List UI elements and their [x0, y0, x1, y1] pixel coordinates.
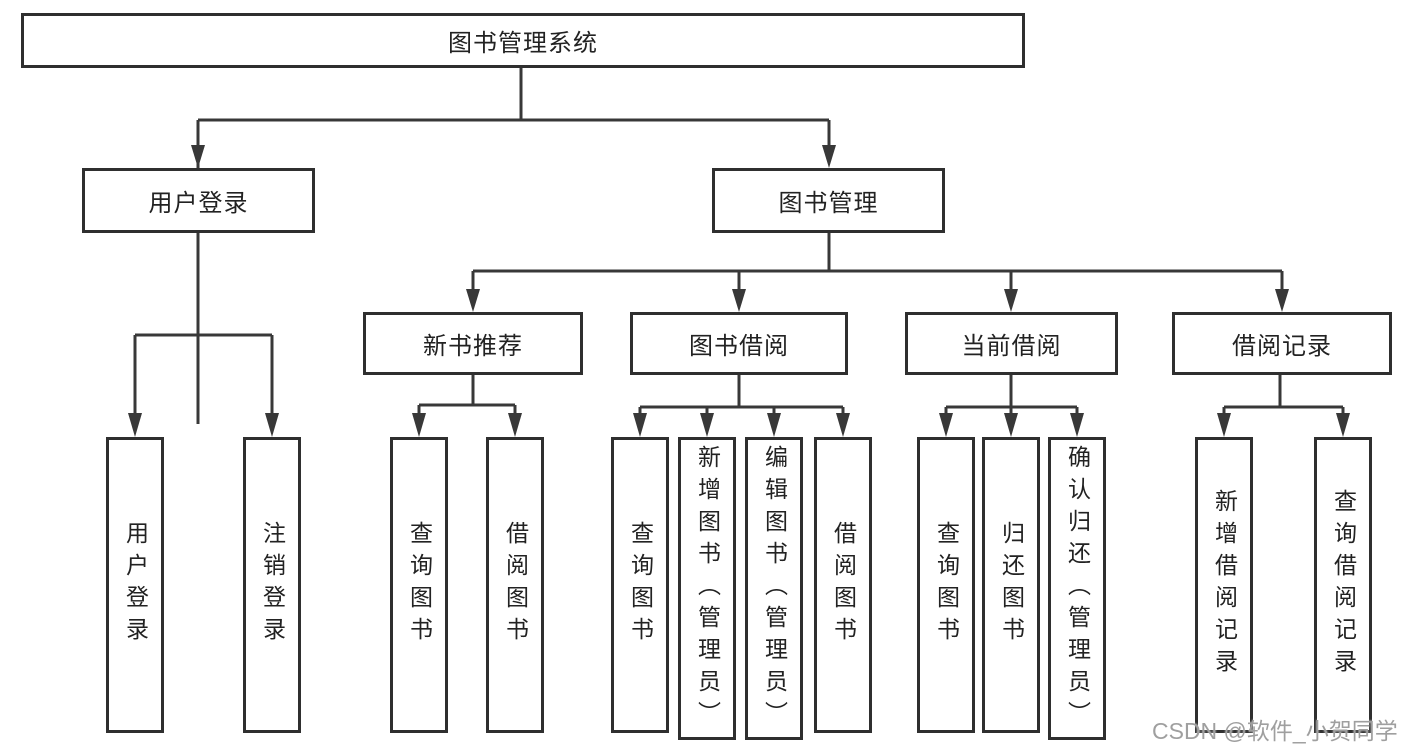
node-new-book-recommend-label: 新书推荐 [423, 333, 523, 360]
arrowhead [1070, 413, 1084, 437]
leaf-borrow-book-label: 借阅图书 [830, 521, 857, 649]
node-book-borrow: 图书借阅 [630, 312, 848, 375]
node-borrow-records-label: 借阅记录 [1232, 333, 1332, 360]
leaf-return-book-label: 归还图书 [998, 521, 1025, 649]
arrowhead [1336, 413, 1350, 437]
node-root: 图书管理系统 [21, 13, 1025, 68]
node-book-management: 图书管理 [712, 168, 945, 233]
arrowhead [128, 413, 142, 437]
leaf-newbook-borrow-label: 借阅图书 [502, 521, 529, 649]
arrowhead [1004, 413, 1018, 437]
arrowhead [412, 413, 426, 437]
leaf-logout: 注销登录 [243, 437, 301, 733]
arrowhead [466, 289, 480, 312]
node-user-login-label: 用户登录 [148, 190, 249, 217]
leaf-user-login-label: 用户登录 [122, 521, 149, 649]
node-book-borrow-label: 图书借阅 [689, 333, 789, 360]
arrowhead [1217, 413, 1231, 437]
arrowhead [1004, 289, 1018, 312]
arrowhead [191, 145, 205, 168]
leaf-confirm-return-admin-label: 确认归还（管理员） [1064, 444, 1091, 733]
leaf-borrow-query-label: 查询图书 [627, 521, 654, 649]
arrowhead [508, 413, 522, 437]
arrowhead [767, 413, 781, 437]
leaf-newbook-borrow: 借阅图书 [486, 437, 544, 733]
leaf-borrow-query: 查询图书 [611, 437, 669, 733]
leaf-current-query: 查询图书 [917, 437, 975, 733]
arrowhead [633, 413, 647, 437]
arrowhead [836, 413, 850, 437]
leaf-newbook-query: 查询图书 [390, 437, 448, 733]
leaf-add-borrow-record: 新增借阅记录 [1195, 437, 1253, 733]
arrowhead [700, 413, 714, 437]
leaf-add-borrow-record-label: 新增借阅记录 [1211, 489, 1238, 681]
leaf-add-book-admin: 新增图书（管理员） [678, 437, 736, 740]
leaf-current-query-label: 查询图书 [933, 521, 960, 649]
leaf-edit-book-admin-label: 编辑图书（管理员） [761, 444, 788, 733]
leaf-logout-label: 注销登录 [259, 521, 286, 649]
node-root-label: 图书管理系统 [448, 30, 598, 57]
arrowhead [1275, 289, 1289, 312]
arrowhead [265, 413, 279, 437]
leaf-return-book: 归还图书 [982, 437, 1040, 733]
arrowhead [732, 289, 746, 312]
leaf-add-book-admin-label: 新增图书（管理员） [694, 444, 721, 733]
leaf-newbook-query-label: 查询图书 [406, 521, 433, 649]
node-new-book-recommend: 新书推荐 [363, 312, 583, 375]
node-borrow-records: 借阅记录 [1172, 312, 1392, 375]
leaf-borrow-book: 借阅图书 [814, 437, 872, 733]
arrowhead [939, 413, 953, 437]
leaf-confirm-return-admin: 确认归还（管理员） [1048, 437, 1106, 740]
node-current-borrow-label: 当前借阅 [961, 333, 1062, 360]
node-user-login: 用户登录 [82, 168, 315, 233]
node-book-management-label: 图书管理 [778, 190, 879, 217]
csdn-watermark: CSDN @软件_小贺同学 [1152, 718, 1398, 744]
leaf-query-borrow-record-label: 查询借阅记录 [1330, 489, 1357, 681]
arrowhead [822, 145, 836, 168]
node-current-borrow: 当前借阅 [905, 312, 1118, 375]
leaf-query-borrow-record: 查询借阅记录 [1314, 437, 1372, 733]
leaf-edit-book-admin: 编辑图书（管理员） [745, 437, 803, 740]
leaf-user-login: 用户登录 [106, 437, 164, 733]
